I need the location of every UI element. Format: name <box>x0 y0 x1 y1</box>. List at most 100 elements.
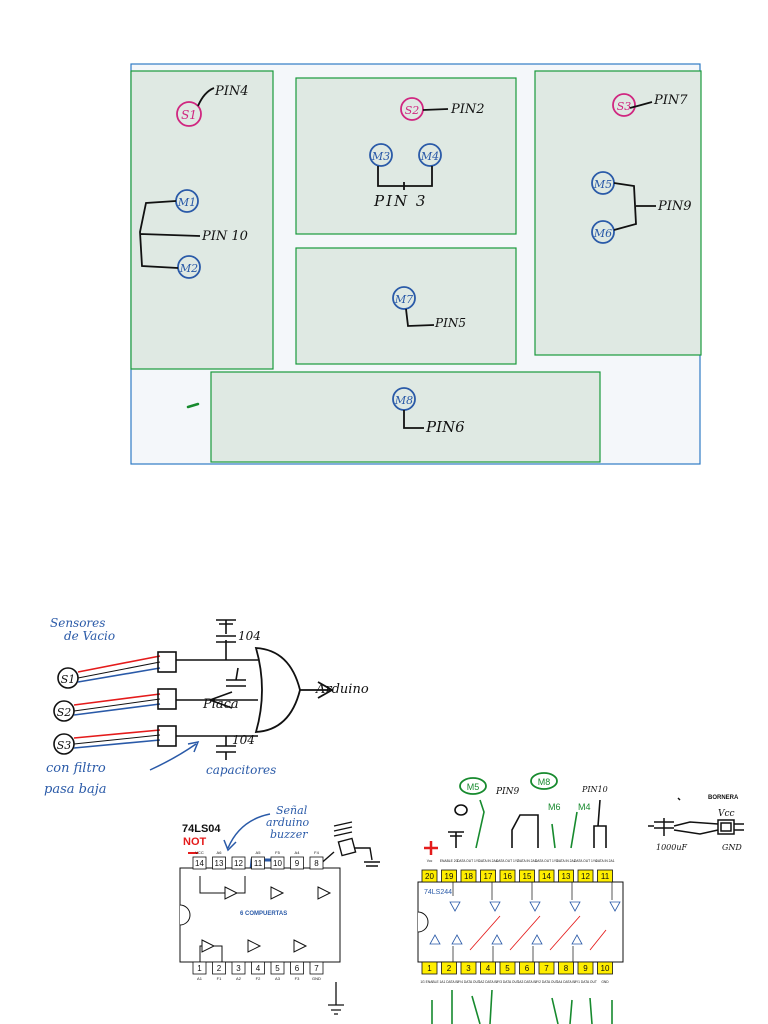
pin-number: 2 <box>447 964 452 973</box>
pin-name: 1A3 DATA IN <box>517 980 537 984</box>
pin-number: 13 <box>562 872 571 881</box>
pin-box <box>192 856 207 870</box>
pin-number: 12 <box>234 859 243 868</box>
pin-box <box>231 856 246 870</box>
sketch-input-s1: S1 <box>57 667 79 689</box>
zone-2 <box>295 77 517 235</box>
pin-name: 2Y1 DATA OUT <box>574 980 597 984</box>
pin-number: 7 <box>314 964 319 973</box>
chip-not-type: NOT <box>183 836 207 848</box>
pin-box <box>558 869 574 883</box>
pin-box <box>441 869 457 883</box>
pin-number: 6 <box>295 964 300 973</box>
chip-not-part: 74LS04 <box>182 823 221 835</box>
pin-number: 4 <box>256 964 261 973</box>
zone-4 <box>295 247 517 365</box>
capacitor-bottom <box>216 736 236 760</box>
sensor-s1: S1 <box>176 101 202 127</box>
pin-name: GND <box>312 976 321 981</box>
pin-name: A1 <box>197 976 203 981</box>
svg-text:S2: S2 <box>405 104 420 117</box>
pin-number: 11 <box>254 859 263 868</box>
pin-name: GND <box>601 980 609 984</box>
pin-box <box>499 961 516 975</box>
svg-text:M8: M8 <box>394 394 413 407</box>
sensor-s2: S2 <box>400 97 424 121</box>
pin-name: DATA OUT 1Y4 <box>574 859 597 863</box>
zone-3 <box>534 70 702 356</box>
power-cap: 1000uF <box>656 843 688 852</box>
svg-text:M6: M6 <box>548 802 561 812</box>
pin-name: DATA IN 2A2 <box>556 859 575 863</box>
chip-not-note-2: arduino <box>266 816 310 829</box>
pin-box <box>441 961 457 975</box>
label-pin9: PIN9 <box>657 199 692 214</box>
svg-text:M6: M6 <box>593 227 612 240</box>
svg-text:M1: M1 <box>177 196 196 209</box>
motor-m4: M4 <box>418 143 442 167</box>
pin-box <box>421 869 438 883</box>
label-pin3: PIN 3 <box>373 192 427 210</box>
svg-text:M4: M4 <box>420 150 439 163</box>
cap-bottom-label: 104 <box>232 733 255 747</box>
pin-number: 3 <box>466 964 471 973</box>
pin-name: DATA IN 2A3 <box>517 859 536 863</box>
pin-name: A6 <box>217 850 223 855</box>
arduino-label: Arduino <box>315 682 369 697</box>
pin-box <box>290 961 304 975</box>
terminal-block-icon <box>648 797 744 836</box>
pin-name: F1 <box>217 976 222 981</box>
svg-text:M8: M8 <box>538 777 551 787</box>
pin-name: DATA IN 2A1 <box>595 859 614 863</box>
svg-text:PIN10: PIN10 <box>581 785 608 794</box>
pin-number: 15 <box>523 872 532 881</box>
label-pin5: PIN5 <box>434 316 466 330</box>
svg-text:S1: S1 <box>181 108 197 122</box>
pin-number: 8 <box>314 859 319 868</box>
svg-text:74LS244: 74LS244 <box>424 889 452 896</box>
pin-name: F4 <box>314 850 319 855</box>
label-pin6: PIN6 <box>425 418 465 436</box>
pin-number: 10 <box>273 859 282 868</box>
pin-number: 10 <box>601 964 610 973</box>
filter-label-1: con filtro <box>46 761 106 776</box>
chip-not-note-1: Señal <box>276 804 308 817</box>
sketch-title-1: Sensores <box>50 616 105 630</box>
pin-box <box>309 961 324 975</box>
filter-label-2: pasa baja <box>44 782 106 797</box>
pin-box <box>192 961 207 975</box>
pin-number: 1 <box>427 964 432 973</box>
pin-number: 8 <box>564 964 569 973</box>
buffer-tags: M5 PIN9 M8 M6 M4 PIN10 <box>454 772 608 816</box>
pin-name: A3 <box>275 976 281 981</box>
pin-name: F3 <box>295 976 300 981</box>
pin-name: DATA IN 2A4 <box>478 859 497 863</box>
chip-not-note-3: buzzer <box>270 828 308 841</box>
pin-name: A4 <box>295 850 301 855</box>
svg-text:PIN9: PIN9 <box>495 787 519 797</box>
power-title: BORNERA <box>708 795 739 801</box>
pin-number: 7 <box>544 964 549 973</box>
pin-name: F5 <box>275 850 280 855</box>
filter-blocks <box>157 651 258 747</box>
pin-name: A5 <box>256 850 262 855</box>
pin-box <box>519 961 535 975</box>
pin-number: 14 <box>542 872 551 881</box>
pin-number: 4 <box>486 964 491 973</box>
pin-number: 17 <box>484 872 493 881</box>
pin-box <box>460 961 477 975</box>
pin-box <box>212 961 226 975</box>
pin-name: Vcc <box>427 859 433 863</box>
pin-box <box>538 869 555 883</box>
motor-m2: M2 <box>177 255 201 279</box>
pin-name: A2 <box>236 976 242 981</box>
filter-arrow <box>149 740 200 771</box>
pin-name: 1A2 DATA IN <box>478 980 498 984</box>
sketch-input-s3: S3 <box>53 733 75 755</box>
svg-text:M7: M7 <box>394 293 413 306</box>
pin-number: 19 <box>445 872 454 881</box>
svg-text:S3: S3 <box>617 100 632 113</box>
power-vcc: Vcc <box>718 809 735 819</box>
